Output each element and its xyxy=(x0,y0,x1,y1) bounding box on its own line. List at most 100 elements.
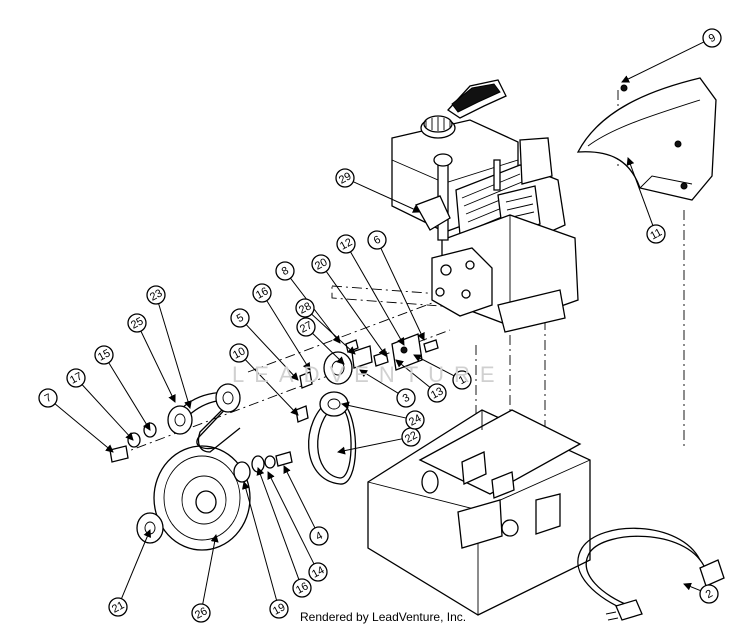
callout-circle xyxy=(191,603,211,623)
callout-circle xyxy=(367,230,387,250)
leader-line-21-20 xyxy=(120,529,152,599)
callout-16: 16 xyxy=(292,578,312,598)
callout-1: 1 xyxy=(452,370,472,390)
callout-number: 26 xyxy=(193,605,209,621)
leader-line-23-22 xyxy=(158,303,192,409)
callout-11: 11 xyxy=(646,224,666,244)
belts xyxy=(179,391,357,485)
callout-circle xyxy=(94,345,114,365)
callout-circle xyxy=(646,224,666,244)
callout-19: 19 xyxy=(269,599,289,619)
callout-number: 12 xyxy=(338,236,354,252)
callout-circle xyxy=(127,313,147,333)
callout-number: 22 xyxy=(403,429,419,445)
callout-number: 21 xyxy=(110,599,126,615)
leader-line-26-25 xyxy=(202,534,219,605)
render-credit: Rendered by LeadVenture, Inc. xyxy=(300,610,467,624)
callout-10: 10 xyxy=(229,343,249,363)
callout-15: 15 xyxy=(94,345,114,365)
callout-circle xyxy=(308,562,328,582)
leader-line-2-1 xyxy=(683,582,701,592)
callout-12: 12 xyxy=(336,234,356,254)
belt-cover xyxy=(576,77,717,201)
leader-line-29-28 xyxy=(352,181,421,213)
leader-line-24-23 xyxy=(341,401,407,419)
callout-circle xyxy=(38,388,58,408)
leader-line-16-16 xyxy=(256,467,300,580)
callout-8: 8 xyxy=(275,261,295,281)
callout-number: 24 xyxy=(407,412,423,428)
leader-line-9-8 xyxy=(621,41,705,83)
leader-line-16-15 xyxy=(266,300,311,371)
callout-circle xyxy=(292,578,312,598)
leader-line-17-17 xyxy=(81,384,134,441)
frame-assembly xyxy=(367,409,591,616)
callout-number: 6 xyxy=(372,234,383,247)
leader-line-10-9 xyxy=(244,359,299,416)
callout-circle xyxy=(230,308,250,328)
callout-circle xyxy=(427,383,447,403)
callout-29: 29 xyxy=(335,168,355,188)
callout-circle xyxy=(252,283,272,303)
callout-circle xyxy=(296,317,316,337)
callout-circle xyxy=(405,410,425,430)
leader-line-7-6 xyxy=(54,403,114,453)
leader-line-15-14 xyxy=(108,362,151,431)
callout-circle xyxy=(269,599,289,619)
callout-27: 27 xyxy=(296,317,316,337)
callout-number: 29 xyxy=(337,170,353,186)
callout-number: 28 xyxy=(297,300,313,316)
callout-circle xyxy=(66,368,86,388)
callout-circle xyxy=(229,343,249,363)
leader-line-4-3 xyxy=(283,465,316,529)
callout-circle xyxy=(146,285,166,305)
callout-number: 9 xyxy=(707,32,718,45)
watermark: LEADVENTURE xyxy=(232,362,505,387)
leader-line-13-12 xyxy=(395,359,431,388)
callout-number: 7 xyxy=(43,392,54,405)
callout-number: 23 xyxy=(148,287,164,303)
callout-3: 3 xyxy=(396,388,416,408)
engine-assembly xyxy=(391,79,579,333)
leader-line-19-18 xyxy=(242,481,278,601)
callout-24: 24 xyxy=(405,410,425,430)
callout-circle xyxy=(335,168,355,188)
callout-16: 16 xyxy=(252,283,272,303)
callout-circle xyxy=(396,388,416,408)
leader-line-27-26 xyxy=(312,332,345,365)
callout-2: 2 xyxy=(699,584,719,604)
callout-circle xyxy=(108,597,128,617)
callout-number: 4 xyxy=(314,530,325,543)
callout-number: 25 xyxy=(129,315,145,331)
callout-number: 5 xyxy=(235,312,246,325)
callout-number: 19 xyxy=(271,601,287,617)
callout-number: 15 xyxy=(96,347,112,363)
callout-6: 6 xyxy=(367,230,387,250)
leader-line-12-11 xyxy=(350,251,405,346)
hardware xyxy=(109,333,439,483)
auger-pulley xyxy=(136,445,251,551)
callout-circle xyxy=(452,370,472,390)
callout-circle xyxy=(702,28,722,48)
callout-13: 13 xyxy=(427,383,447,403)
callout-circle xyxy=(295,298,315,318)
callout-17: 17 xyxy=(66,368,86,388)
callout-25: 25 xyxy=(127,313,147,333)
leader-line-22-21 xyxy=(337,438,403,455)
leader-line-14-13 xyxy=(267,471,315,565)
callout-number: 13 xyxy=(429,385,445,401)
callout-number: 14 xyxy=(310,564,326,580)
callout-26: 26 xyxy=(191,603,211,623)
callout-circle xyxy=(311,254,331,274)
callout-number: 27 xyxy=(298,319,314,335)
callout-circle xyxy=(336,234,356,254)
pulleys xyxy=(167,351,353,435)
callout-21: 21 xyxy=(108,597,128,617)
callout-5: 5 xyxy=(230,308,250,328)
callout-circle xyxy=(699,584,719,604)
leader-line-6-5 xyxy=(380,247,425,341)
callout-9: 9 xyxy=(702,28,722,48)
leader-line-11-10 xyxy=(626,157,654,226)
callout-labels: 1234567891011121314151616171920212223242… xyxy=(38,28,722,623)
